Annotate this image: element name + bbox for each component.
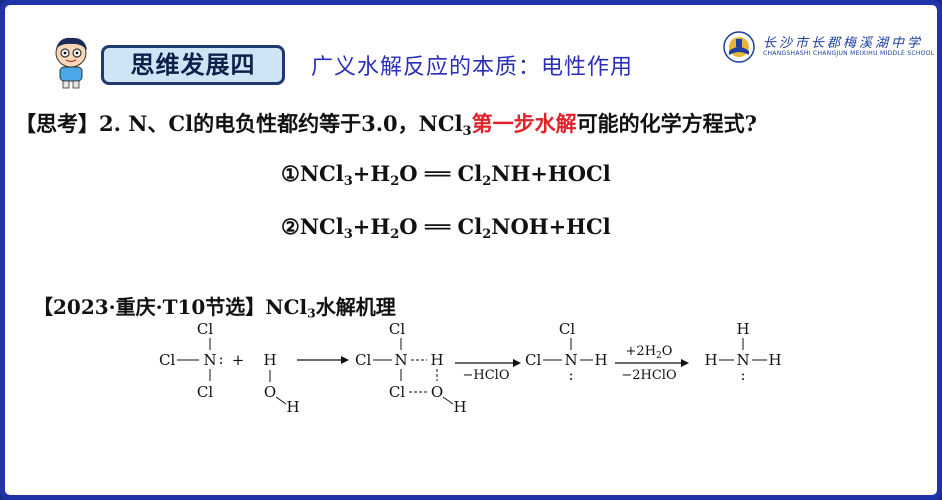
equation-1: ①NCl3+H2O ══ Cl2NH+HOCl <box>281 161 611 189</box>
atom-label: N <box>203 351 216 369</box>
atom-label: H <box>430 351 443 369</box>
plus-sign: + <box>232 351 245 369</box>
highlight-text: 第一步水解 <box>471 111 577 136</box>
equation-2: ②NCl3+H2O ══ Cl2NOH+HCl <box>281 214 611 242</box>
school-logo: 长沙市长郡梅溪湖中学 CHANGSHASHI CHANGJUN MEIXIHU … <box>723 31 934 65</box>
atom-label: N <box>394 351 407 369</box>
arrow-condition: +2H2O <box>626 344 673 361</box>
atom-label: H <box>736 320 749 338</box>
atom-label: Cl <box>389 383 405 401</box>
atom-label: Cl <box>355 351 371 369</box>
lone-pair: : <box>218 350 223 368</box>
school-name-cn: 长沙市长郡梅溪湖中学 <box>763 36 924 51</box>
atom-label: Cl <box>559 320 575 338</box>
atom-label: H <box>768 351 781 369</box>
atom-label: Cl <box>197 383 213 401</box>
atom-label: O <box>264 383 276 401</box>
atom-label: H <box>453 398 466 416</box>
mechanism-heading: 【2023·重庆·T10节选】NCl3水解机理 <box>33 295 396 321</box>
lone-pair: : <box>740 366 745 384</box>
school-emblem-icon <box>723 31 755 63</box>
lone-pair: : <box>568 366 573 384</box>
section-badge: 思维发展四 <box>101 45 285 85</box>
mascot-icon <box>55 37 87 89</box>
atom-label: N <box>564 351 577 369</box>
atom-label: Cl <box>525 351 541 369</box>
atom-label: Cl <box>389 320 405 338</box>
arrow-condition: −HClO <box>463 368 510 383</box>
atom-label: Cl <box>197 320 213 338</box>
atom-label: H <box>594 351 607 369</box>
atom-label: N <box>736 351 749 369</box>
think-question: 【思考】2. N、Cl的电负性都约等于3.0，NCl3第一步水解可能的化学方程式… <box>15 111 757 139</box>
atom-label: H <box>286 398 299 416</box>
hydrolysis-mechanism-diagram: Cl Cl N : Cl + H O H Cl Cl N H Cl O H <box>159 320 782 416</box>
atom-label: O <box>431 383 443 401</box>
atom-label: H <box>263 351 276 369</box>
arrow-condition: −2HClO <box>621 368 676 383</box>
atom-label: H <box>704 351 717 369</box>
school-name-en: CHANGSHASHI CHANGJUN MEIXIHU MIDDLE SCHO… <box>763 50 935 57</box>
atom-label: Cl <box>159 351 175 369</box>
slide-subtitle: 广义水解反应的本质：电性作用 <box>311 55 634 80</box>
